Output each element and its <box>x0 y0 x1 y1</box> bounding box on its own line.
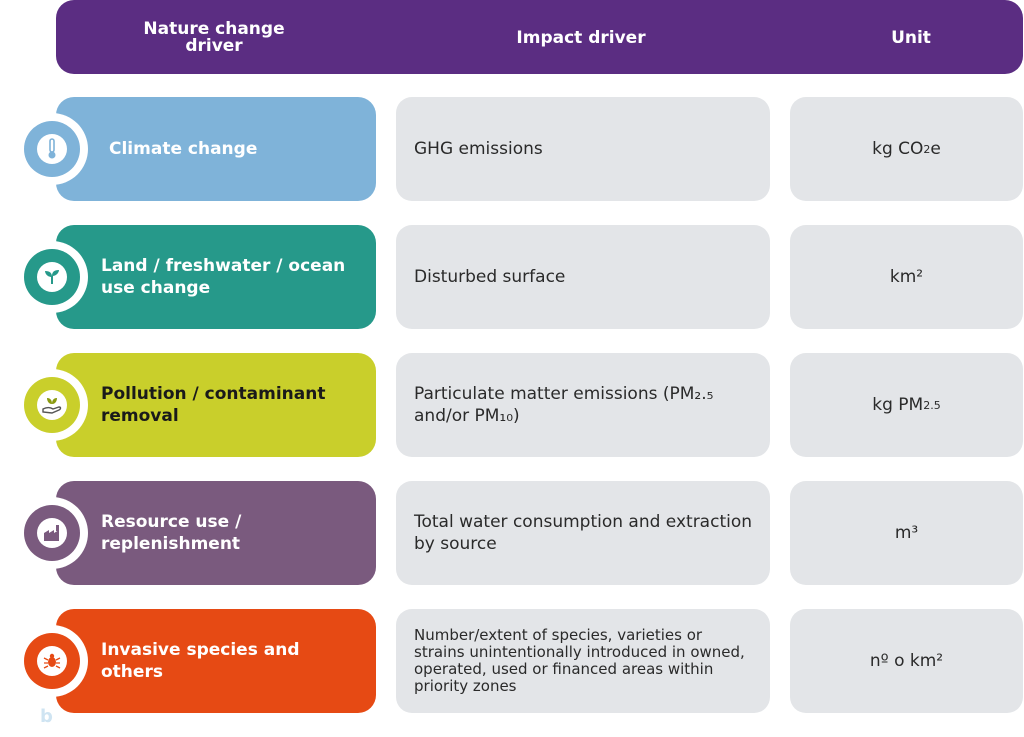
driver-card-land-use: Land / freshwater / ocean use change <box>56 225 376 329</box>
unit-base: nº o km² <box>869 651 944 671</box>
impact-cell: Total water consumption and extraction b… <box>396 481 770 585</box>
unit-subscript: 2 <box>923 142 931 156</box>
factory-icon <box>24 505 80 561</box>
unit-base: km² <box>889 267 924 287</box>
driver-card-pollution: Pollution / contaminant removal <box>56 353 376 457</box>
header-impact-driver: Impact driver <box>516 28 646 48</box>
unit-base: kg PM <box>872 395 924 415</box>
table-row: Pollution / contaminant removal Particul… <box>0 353 1024 457</box>
driver-card-climate: Climate change <box>56 97 376 201</box>
unit-cell: m³ <box>790 481 1023 585</box>
driver-card-invasive-species: Invasive species and others <box>56 609 376 713</box>
driver-label: Climate change <box>109 139 258 159</box>
impact-cell: Number/extent of species, varieties or s… <box>396 609 770 713</box>
driver-label: Invasive species and others <box>101 640 300 682</box>
hand-leaf-icon <box>24 377 80 433</box>
unit-cell: km² <box>790 225 1023 329</box>
unit-base: m³ <box>894 523 919 543</box>
driver-label: Land / freshwater / ocean use change <box>101 256 346 298</box>
bug-icon <box>24 633 80 689</box>
unit-cell: nº o km² <box>790 609 1023 713</box>
table-row: Invasive species and others Number/exten… <box>0 609 1024 713</box>
table-row: Land / freshwater / ocean use change Dis… <box>0 225 1024 329</box>
impact-cell: Particulate matter emissions (PM₂.₅ and/… <box>396 353 770 457</box>
thermometer-icon <box>24 121 80 177</box>
unit-base: kg CO <box>872 139 924 159</box>
driver-card-resource-use: Resource use / replenishment <box>56 481 376 585</box>
unit-tail: e <box>930 139 941 159</box>
impact-cell: GHG emissions <box>396 97 770 201</box>
table-row: Resource use / replenishment Total water… <box>0 481 1024 585</box>
plant-sprout-icon <box>24 249 80 305</box>
header-unit: Unit <box>891 28 931 48</box>
driver-label: Resource use / replenishment <box>101 512 242 554</box>
header-nature-change-driver: Nature change driver <box>143 19 285 56</box>
unit-subscript: 2.5 <box>923 398 941 412</box>
driver-label: Pollution / contaminant removal <box>101 384 326 426</box>
impact-cell: Disturbed surface <box>396 225 770 329</box>
table-header: Nature change driver Impact driver Unit <box>56 0 1023 74</box>
brand-logo: b <box>40 706 53 727</box>
